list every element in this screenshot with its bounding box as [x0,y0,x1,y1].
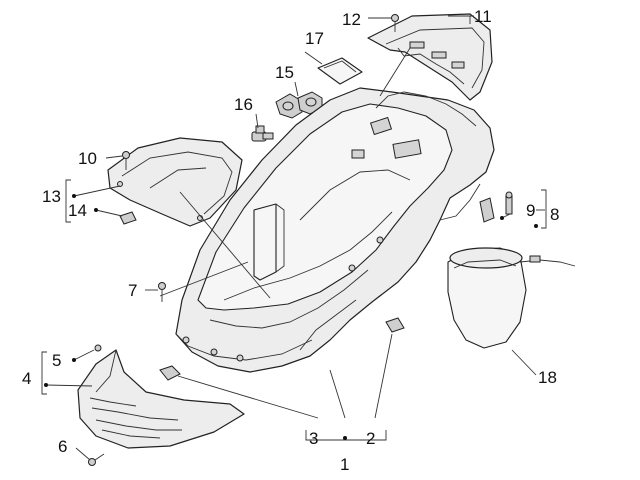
callout-13: 13 [42,187,61,206]
part-11-rear-cover [367,13,493,101]
part-7-screw [158,282,166,302]
callout-2: 2 [366,429,375,448]
callout-3: 3 [309,429,318,448]
callout-16: 16 [234,95,253,114]
callout-5: 5 [52,351,61,370]
callout-14: 14 [68,201,87,220]
callout-10: 10 [78,149,97,168]
part-13-side-cover [107,137,243,227]
part-15-socket [275,91,323,119]
leader-dots [44,194,538,440]
callout-18: 18 [538,368,557,387]
callout-15: 15 [275,63,294,82]
part-6-screw [88,453,105,466]
part-3-clip [159,365,181,381]
part-1-main-body [175,87,495,373]
part-10-screw [122,151,130,170]
bracket-1 [305,430,387,441]
part-4-front-cover [77,349,245,449]
bracket-4-5 [41,351,47,395]
callout-6: 6 [58,437,67,456]
callout-8: 8 [550,205,559,224]
part-9-bracket [479,191,513,223]
callout-11: 11 [474,7,492,26]
part-18-liner-bag [447,247,576,349]
callout-17: 17 [305,29,324,48]
part-2-clip [385,317,405,333]
callout-4: 4 [22,369,31,388]
part-14-clip [119,211,137,225]
part-17-cover-plate [317,57,363,85]
callout-12: 12 [342,10,361,29]
bracket-8-9 [541,189,547,229]
callout-1: 1 [340,455,349,474]
callout-labels: 11 12 17 15 16 10 13 14 7 5 4 6 3 2 1 9 … [22,7,559,474]
bracket-13-14 [65,179,71,223]
leader-lines [45,15,545,461]
callout-7: 7 [128,281,137,300]
callout-9: 9 [526,201,535,220]
part-16-bolt [251,125,274,142]
part-5-clip [94,344,102,352]
